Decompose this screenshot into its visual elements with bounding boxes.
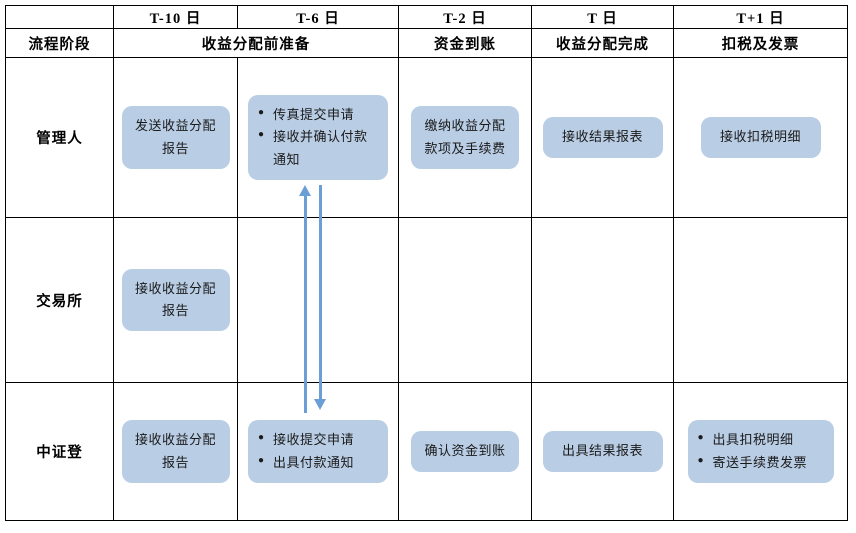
header-stage-distribution-done: 收益分配完成 [531, 28, 674, 58]
header-row-days: T-10 日 T-6 日 T-2 日 T 日 T+1 日 [5, 5, 848, 29]
cell-manager-t-minus-6: 传真提交申请 接收并确认付款通知 [237, 57, 399, 218]
header-day-t-minus-10: T-10 日 [113, 5, 238, 29]
actor-name-manager: 管理人 [36, 131, 83, 147]
cell-csdc-t-minus-6: 接收提交申请 出具付款通知 [237, 382, 399, 521]
task-box-fax-submit-and-confirm-payment[interactable]: 传真提交申请 接收并确认付款通知 [248, 94, 388, 181]
task-box-receive-application-and-issue-payment-notice[interactable]: 接收提交申请 出具付款通知 [248, 420, 388, 483]
actor-name-csdc: 中证登 [36, 445, 83, 461]
cell-csdc-t: 出具结果报表 [531, 382, 674, 521]
cell-manager-t-minus-2: 缴纳收益分配款项及手续费 [398, 57, 532, 218]
cell-exchange-t [531, 217, 674, 383]
task-bullet-item: 接收并确认付款通知 [258, 126, 378, 171]
process-flow-table: T-10 日 T-6 日 T-2 日 T 日 T+1 日 流程阶段 收益分配前准… [5, 5, 848, 521]
table-row-csdc: 中证登 接收收益分配报告 接收提交申请 出具付款通知 确认资金到账 [5, 382, 848, 521]
header-corner-blank [5, 5, 114, 29]
row-label-manager: 管理人 [5, 57, 114, 218]
row-label-csdc: 中证登 [5, 382, 114, 521]
table-row-manager: 管理人 发送收益分配报告 传真提交申请 接收并确认付款通知 缴纳收益分配款项 [5, 57, 848, 218]
task-box-receive-result-report[interactable]: 接收结果报表 [542, 117, 663, 158]
task-box-issue-result-report[interactable]: 出具结果报表 [542, 431, 663, 472]
task-box-confirm-funds-arrival[interactable]: 确认资金到账 [411, 431, 519, 472]
task-bullet-item: 出具扣税明细 [698, 429, 824, 451]
task-bullet-item: 传真提交申请 [258, 104, 378, 126]
task-bullet-item: 出具付款通知 [258, 452, 378, 474]
task-box-receive-distribution-report-exchange[interactable]: 接收收益分配报告 [121, 268, 230, 332]
table-row-exchange: 交易所 接收收益分配报告 [5, 217, 848, 383]
cell-manager-t: 接收结果报表 [531, 57, 674, 218]
header-stage-tax-invoice: 扣税及发票 [673, 28, 848, 58]
cell-exchange-t-minus-2 [398, 217, 532, 383]
header-day-t-minus-6: T-6 日 [237, 5, 399, 29]
cell-manager-t-minus-10: 发送收益分配报告 [113, 57, 238, 218]
header-day-t: T 日 [531, 5, 674, 29]
cell-csdc-t-minus-10: 接收收益分配报告 [113, 382, 238, 521]
task-box-receive-tax-details[interactable]: 接收扣税明细 [700, 117, 821, 158]
cell-exchange-t-minus-10: 接收收益分配报告 [113, 217, 238, 383]
cell-csdc-t-minus-2: 确认资金到账 [398, 382, 532, 521]
header-day-t-minus-2: T-2 日 [398, 5, 532, 29]
header-stage-preparation: 收益分配前准备 [113, 28, 399, 58]
cell-exchange-t-plus-1 [673, 217, 848, 383]
cell-exchange-t-minus-6 [237, 217, 399, 383]
header-row-stages: 流程阶段 收益分配前准备 资金到账 收益分配完成 扣税及发票 [5, 28, 848, 58]
header-stage-label: 流程阶段 [5, 28, 114, 58]
header-day-t-plus-1: T+1 日 [673, 5, 848, 29]
task-box-issue-tax-details-and-send-invoice[interactable]: 出具扣税明细 寄送手续费发票 [687, 420, 834, 483]
task-bullet-item: 寄送手续费发票 [698, 452, 824, 474]
task-box-pay-distribution-and-fees[interactable]: 缴纳收益分配款项及手续费 [411, 106, 519, 169]
header-stage-funds-arrival: 资金到账 [398, 28, 532, 58]
cell-manager-t-plus-1: 接收扣税明细 [673, 57, 848, 218]
row-label-exchange: 交易所 [5, 217, 114, 383]
actor-name-exchange: 交易所 [36, 293, 83, 310]
task-box-send-distribution-report[interactable]: 发送收益分配报告 [121, 106, 230, 169]
task-bullet-item: 接收提交申请 [258, 429, 378, 451]
cell-csdc-t-plus-1: 出具扣税明细 寄送手续费发票 [673, 382, 848, 521]
task-box-receive-distribution-report-csdc[interactable]: 接收收益分配报告 [121, 420, 230, 483]
